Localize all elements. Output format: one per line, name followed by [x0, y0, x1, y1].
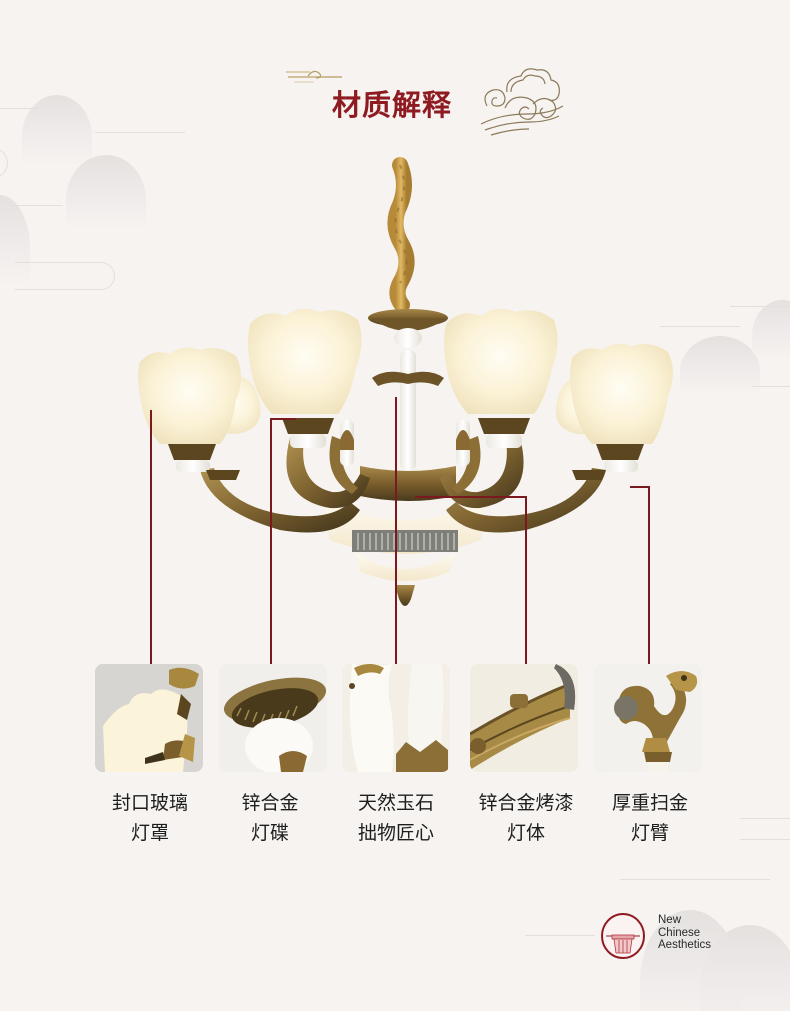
cloud-line-decoration [660, 326, 740, 327]
thumb-zinc-disc [219, 664, 327, 772]
leader-line-disc-h [270, 418, 296, 420]
header-line-ornament [286, 70, 342, 83]
feature-caption-natural-jade: 天然玉石 拙物匠心 [357, 792, 434, 844]
pavilion-emblem-icon [601, 913, 645, 959]
mountain-decoration [680, 336, 760, 396]
section-header: 材质解释 [282, 62, 564, 140]
thumb-gold-arm [594, 664, 702, 772]
feature-caption-gold-arm: 厚重扫金 灯臂 [611, 792, 688, 844]
auspicious-cloud-icon [480, 68, 564, 136]
feature-caption-zinc-disc: 锌合金 灯碟 [241, 792, 299, 844]
cloud-line-decoration [620, 879, 770, 880]
feature-caption-glass-shade: 封口玻璃 灯罩 [111, 792, 188, 844]
leader-line-body [525, 496, 527, 664]
feature-caption-painted-body: 锌合金烤漆 灯体 [478, 792, 574, 844]
leader-line-jade [395, 397, 397, 664]
cloud-line-decoration [525, 935, 595, 936]
thumb-painted-body [470, 664, 578, 772]
thumb-glass-shade [95, 664, 203, 772]
leader-line-arm-h [630, 486, 649, 488]
leader-line-shade [150, 410, 152, 664]
cloud-line-decoration [8, 205, 63, 206]
leader-line-arm [648, 486, 650, 664]
brand-text: New Chinese Aesthetics [658, 914, 712, 951]
mountain-decoration [66, 155, 146, 230]
leader-line-body-h [415, 496, 526, 498]
cloud-curl-decoration [15, 262, 115, 290]
cloud-line-decoration [95, 132, 185, 133]
cloud-line-decoration [730, 306, 790, 307]
thumb-natural-jade [342, 664, 450, 772]
chandelier-image [138, 157, 673, 606]
cloud-curl-decoration [740, 818, 790, 840]
cloud-line-decoration [752, 386, 790, 387]
brand-badge: New Chinese Aesthetics [600, 910, 740, 960]
mountain-decoration [22, 95, 92, 165]
leader-line-disc [270, 418, 272, 664]
cloud-line-decoration [0, 108, 40, 109]
page-title: 材质解释 [332, 88, 453, 122]
